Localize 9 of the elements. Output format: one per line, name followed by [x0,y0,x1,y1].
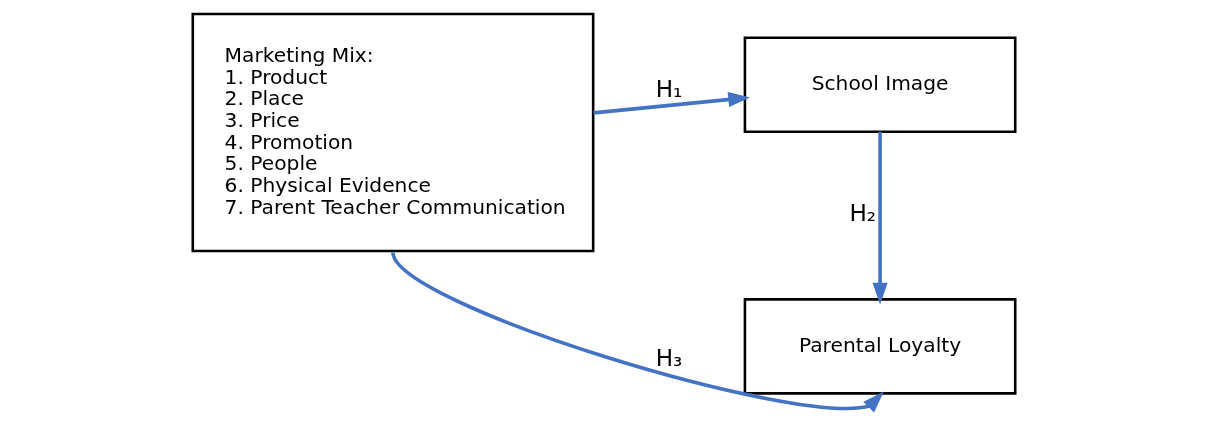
arrow [592,92,750,115]
arrow [871,131,888,305]
arrow [390,251,884,413]
node-box: School Image [743,36,1016,134]
edge-label: H₂ [848,200,876,227]
edge-label: H₁ [655,76,682,103]
node-box: Parental Loyalty [743,298,1016,395]
edge-label: H₃ [655,345,682,372]
node-box: Marketing Mix: 1. Product 2. Place 3. Price 4. Promotion 5. People 6. Physical Evidence 7. Parent Teacher Communication [191,12,594,253]
